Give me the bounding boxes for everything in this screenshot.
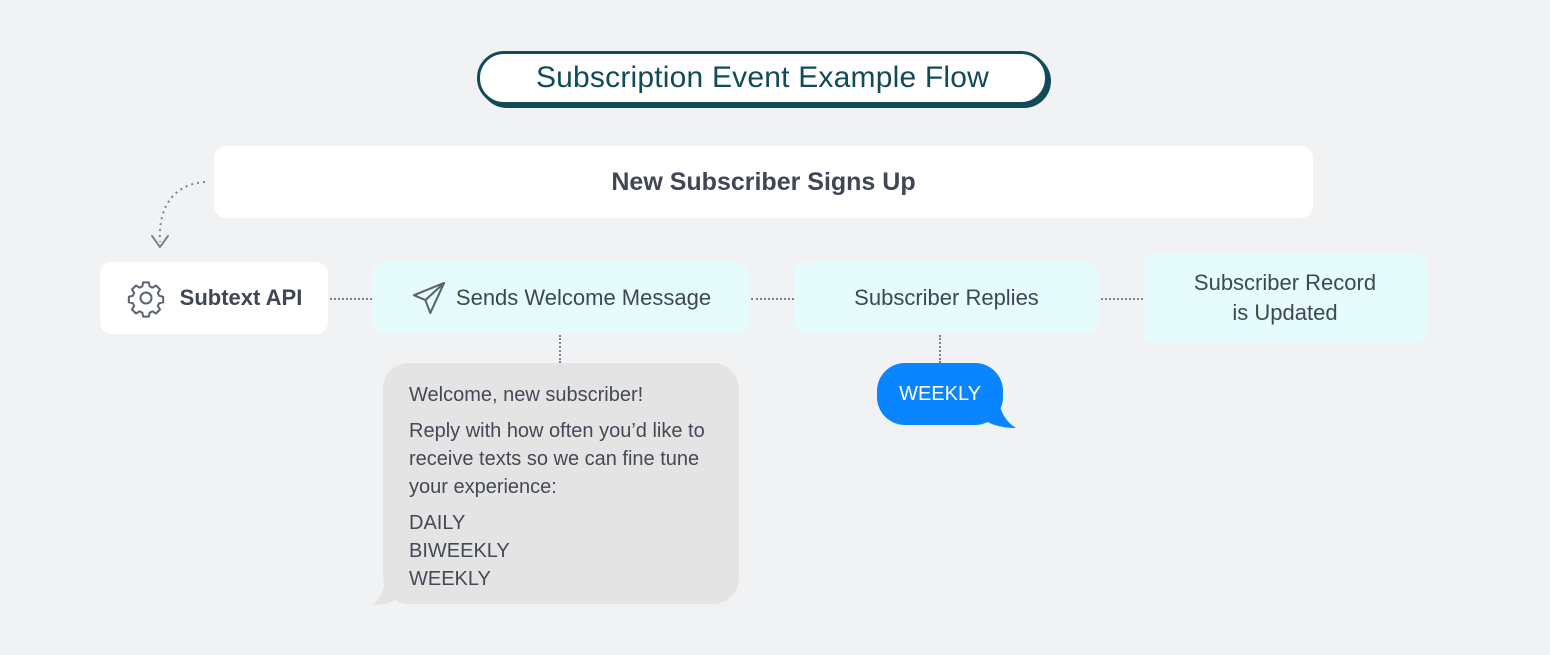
- trigger-arrow: [151, 181, 206, 248]
- welcome-option: WEEKLY: [409, 568, 491, 590]
- step-subtext-api-label: Subtext API: [179, 285, 303, 310]
- step-record-updated: Subscriber Record is Updated: [1143, 253, 1427, 343]
- step-send-welcome-label: Sends Welcome Message: [455, 285, 712, 310]
- reply-message-bubble: WEEKLY: [877, 363, 1003, 425]
- step-send-welcome: Sends Welcome Message: [372, 262, 749, 334]
- gear-icon: [126, 278, 166, 318]
- diagram-title-text: Subscription Event Example Flow: [535, 61, 990, 94]
- connector-send-reply: [751, 298, 794, 300]
- paper-plane-icon: [410, 279, 448, 317]
- connector-reply-record: [1101, 298, 1143, 300]
- step-record-line1: Subscriber Record: [1193, 270, 1377, 295]
- step-subscriber-replies: Subscriber Replies: [794, 262, 1099, 334]
- welcome-body-line: receive texts so we can fine tune: [409, 448, 700, 470]
- welcome-message-bubble: Welcome, new subscriber! Reply with how …: [383, 363, 739, 604]
- welcome-body-line: your experience:: [409, 476, 557, 498]
- welcome-option: BIWEEKLY: [409, 540, 510, 562]
- step-subscriber-replies-label: Subscriber Replies: [854, 285, 1039, 310]
- trigger-label: New Subscriber Signs Up: [611, 167, 916, 196]
- welcome-option: DAILY: [409, 512, 466, 534]
- step-record-line2: is Updated: [1232, 300, 1338, 325]
- welcome-body-line: Reply with how often you’d like to: [409, 420, 705, 442]
- welcome-greeting: Welcome, new subscriber!: [409, 384, 644, 406]
- trigger-banner: New Subscriber Signs Up: [214, 146, 1313, 218]
- step-subtext-api: Subtext API: [100, 262, 328, 334]
- connector-api-send: [330, 298, 372, 300]
- connector-send-bubble: [559, 335, 561, 363]
- connector-reply-bubble: [939, 335, 941, 363]
- reply-message-text: WEEKLY: [899, 382, 981, 405]
- diagram-title: Subscription Event Example Flow: [477, 51, 1048, 105]
